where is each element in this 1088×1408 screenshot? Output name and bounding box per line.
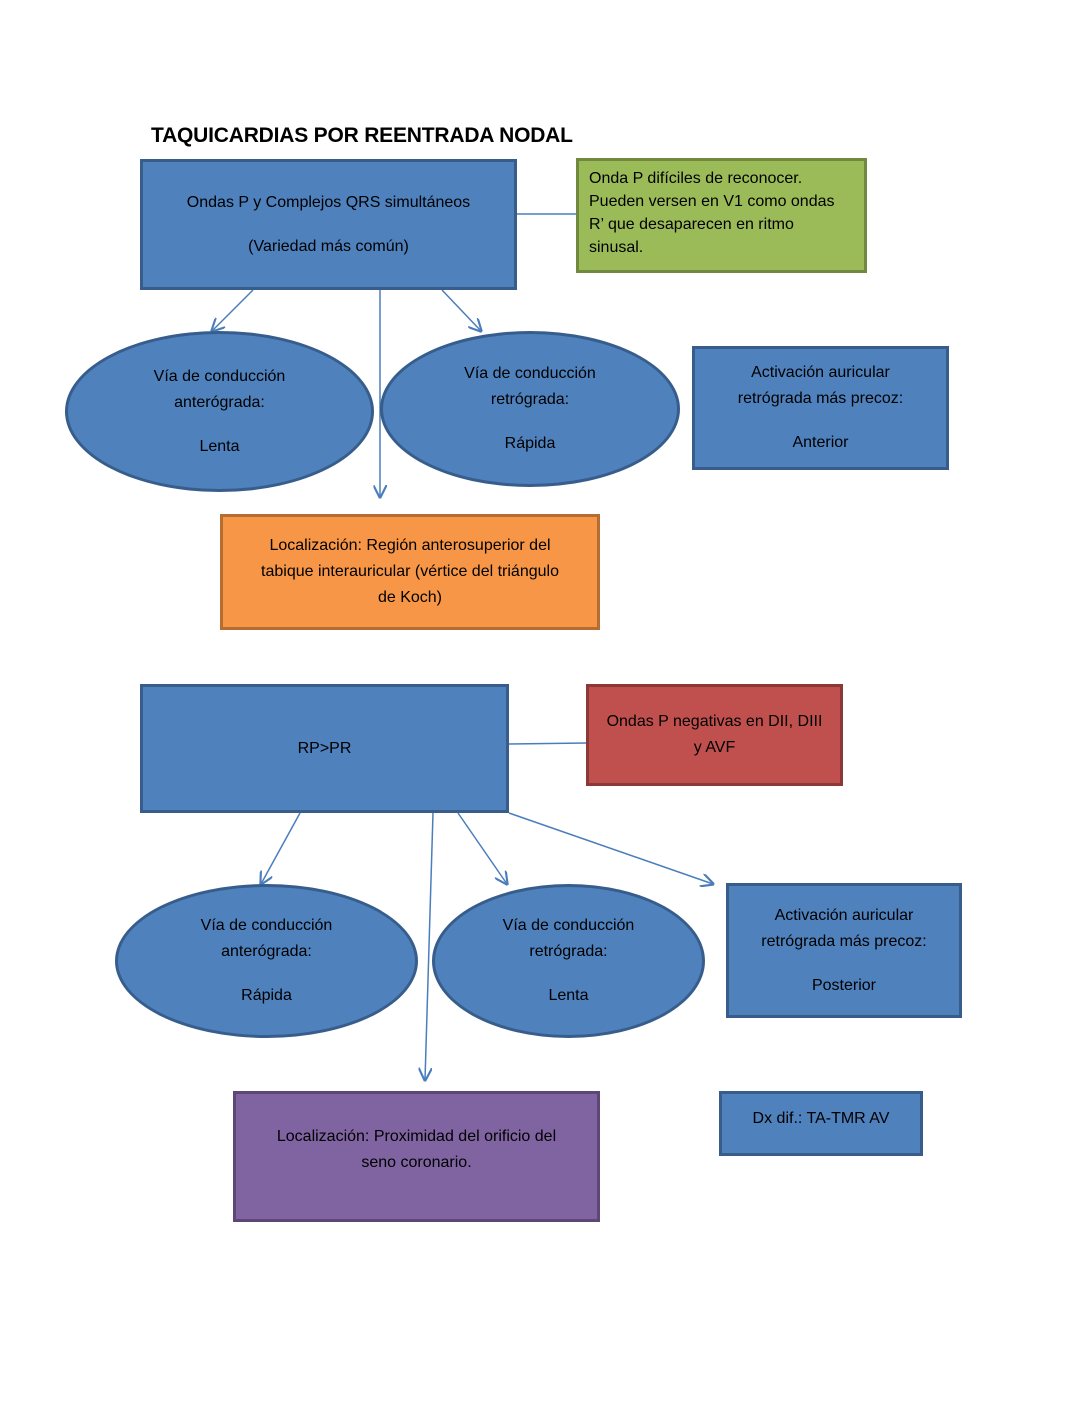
arrow-top-ant [212, 289, 254, 331]
top-act-line1: Activación auricular [751, 364, 890, 381]
top-ant-line1: Vía de conducción [153, 367, 286, 385]
bottom-ant-line2: anterógrada: [221, 943, 312, 960]
bottom-ant-value: Rápida [241, 987, 292, 1004]
bottom-ret-value: Lenta [548, 987, 589, 1004]
top-loc-line3: de Koch) [377, 589, 443, 606]
top-ant-ellipse: Vía de conducción anterógrada: Lenta [65, 331, 374, 492]
arrow-bottom-ant [261, 812, 301, 884]
bottom-dx-line1: Dx dif.: TA-TMR AV [752, 1110, 890, 1127]
top-main-line1: Ondas P y Complejos QRS simultáneos [186, 193, 471, 211]
top-ant-value: Lenta [199, 437, 240, 455]
bottom-note-line2: y AVF [693, 739, 736, 756]
bottom-loc-line2: seno coronario. [361, 1154, 472, 1171]
bottom-act-box: Activación auricular retrógrada más prec… [726, 883, 962, 1018]
bottom-note-box: Ondas P negativas en DII, DIII y AVF [586, 684, 843, 786]
top-main-box: Ondas P y Complejos QRS simultáneos (Var… [140, 159, 517, 290]
top-note-line4: sinusal. [589, 239, 644, 256]
bottom-ret-line1: Vía de conducción [502, 917, 635, 934]
bottom-loc-box: Localización: Proximidad del orificio de… [233, 1091, 600, 1222]
diagram-title: TAQUICARDIAS POR REENTRADA NODAL [151, 124, 573, 147]
top-note-line2: Pueden versen en V1 como ondas [589, 193, 835, 210]
top-main-line2: (Variedad más común) [248, 237, 409, 255]
bottom-ant-ellipse: Vía de conducción anterógrada: Rápida [115, 884, 418, 1038]
top-act-line2: retrógrada más precoz: [737, 390, 904, 407]
top-note-box: Onda P difíciles de reconocer. Pueden ve… [576, 158, 867, 273]
arrow-bottom-ret [457, 812, 507, 884]
arrow-top-ret [441, 289, 481, 331]
bottom-note-line1: Ondas P negativas en DII, DIII [606, 713, 823, 730]
bottom-ret-ellipse: Vía de conducción retrógrada: Lenta [432, 884, 705, 1038]
top-act-value: Anterior [792, 434, 849, 451]
top-ret-line2: retrógrada: [490, 391, 570, 408]
top-note-line1: Onda P difíciles de reconocer. [589, 170, 803, 187]
bottom-act-line1: Activación auricular [774, 906, 914, 924]
bottom-loc-line1: Localización: Proximidad del orificio de… [276, 1128, 557, 1145]
bottom-ret-line2: retrógrada: [529, 943, 608, 960]
bottom-dx-box: Dx dif.: TA-TMR AV [719, 1091, 923, 1156]
top-ant-line2: anterógrada: [174, 393, 265, 411]
top-ret-line1: Vía de conducción [464, 365, 596, 382]
top-ret-ellipse: Vía de conducción retrógrada: Rápida [380, 331, 680, 487]
arrow-bottom-act [508, 812, 713, 884]
bottom-act-value: Posterior [811, 976, 877, 994]
bottom-ant-line1: Vía de conducción [200, 917, 333, 934]
connector-bottom-main-note [508, 742, 588, 745]
arrow-bottom-loc [425, 812, 434, 1080]
top-note-line3: R’ que desaparecen en ritmo [589, 216, 794, 233]
top-loc-line2: tabique interauricular (vértice del triá… [261, 563, 559, 580]
top-act-box: Activación auricular retrógrada más prec… [692, 346, 949, 470]
bottom-main-line1: RP>PR [297, 739, 352, 757]
top-loc-line1: Localización: Región anterosuperior del [269, 537, 551, 554]
bottom-main-box: RP>PR [140, 684, 509, 813]
top-ret-value: Rápida [504, 435, 556, 452]
top-loc-box: Localización: Región anterosuperior del … [220, 514, 600, 630]
bottom-act-line2: retrógrada más precoz: [761, 932, 927, 950]
